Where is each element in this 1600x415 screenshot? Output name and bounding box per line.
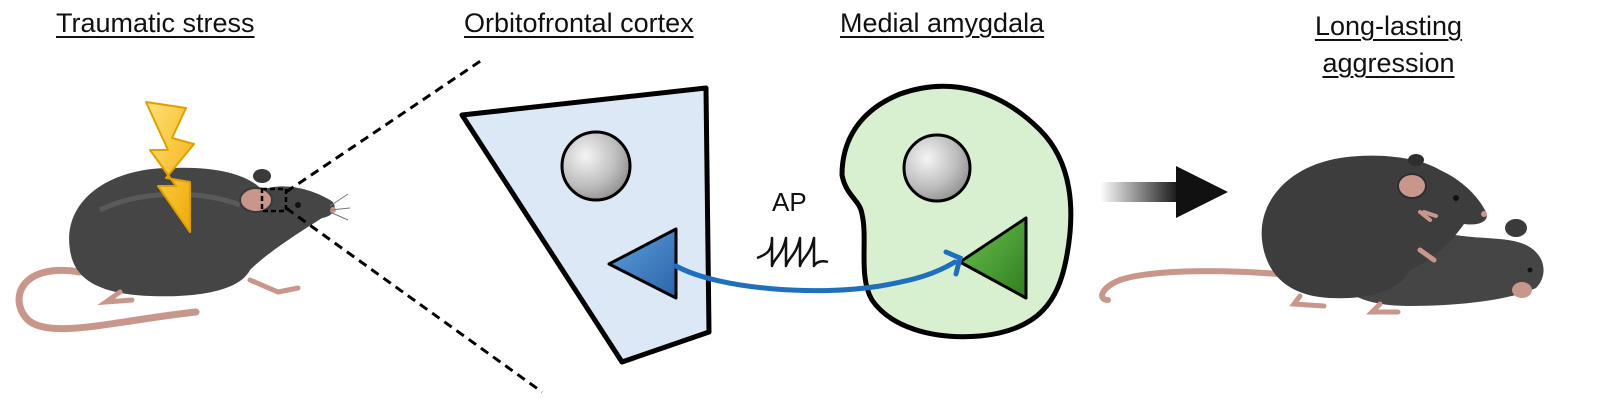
mouse-tail bbox=[15, 266, 200, 333]
zoom-line-bottom bbox=[285, 206, 543, 394]
amygdala-soma bbox=[902, 133, 972, 203]
ofc-region bbox=[459, 85, 712, 365]
arrow-right-icon bbox=[1100, 166, 1228, 218]
mouse-stressed-icon bbox=[15, 167, 351, 333]
ofc-pyramidal-neuron bbox=[607, 227, 678, 300]
mice-aggression-icon bbox=[1099, 154, 1544, 315]
lightning-bolt-icon bbox=[145, 101, 195, 233]
label-medial-amygdala: Medial amygdala bbox=[840, 8, 1045, 38]
label-long-lasting-aggression: Long-lasting aggression bbox=[1296, 8, 1481, 82]
mouse-ear bbox=[239, 187, 273, 213]
amygdala-region bbox=[839, 83, 1074, 340]
mouse-eye bbox=[295, 202, 301, 208]
top-mouse-body bbox=[1261, 155, 1487, 299]
ofc-shape bbox=[459, 85, 712, 365]
amygdala-shape bbox=[839, 83, 1074, 340]
mouse-hind-paw bbox=[97, 289, 135, 306]
amygdala-neuron bbox=[958, 216, 1028, 300]
action-potential-trace bbox=[756, 236, 829, 268]
zoom-line-top bbox=[285, 58, 483, 194]
zoom-box bbox=[260, 187, 288, 213]
label-long-lasting: Long-lasting bbox=[1314, 11, 1463, 41]
label-action-potential: AP bbox=[772, 187, 807, 217]
label-aggression: aggression bbox=[1322, 48, 1455, 78]
mouse-body bbox=[69, 167, 335, 297]
top-mouse-ear bbox=[1397, 173, 1427, 199]
label-orbitofrontal-cortex: Orbitofrontal cortex bbox=[464, 8, 694, 38]
axon-projection bbox=[673, 259, 958, 294]
mouse-front-paw bbox=[247, 277, 301, 295]
axon-terminal bbox=[943, 249, 963, 277]
label-traumatic-stress: Traumatic stress bbox=[56, 8, 255, 38]
ofc-soma bbox=[560, 130, 632, 202]
